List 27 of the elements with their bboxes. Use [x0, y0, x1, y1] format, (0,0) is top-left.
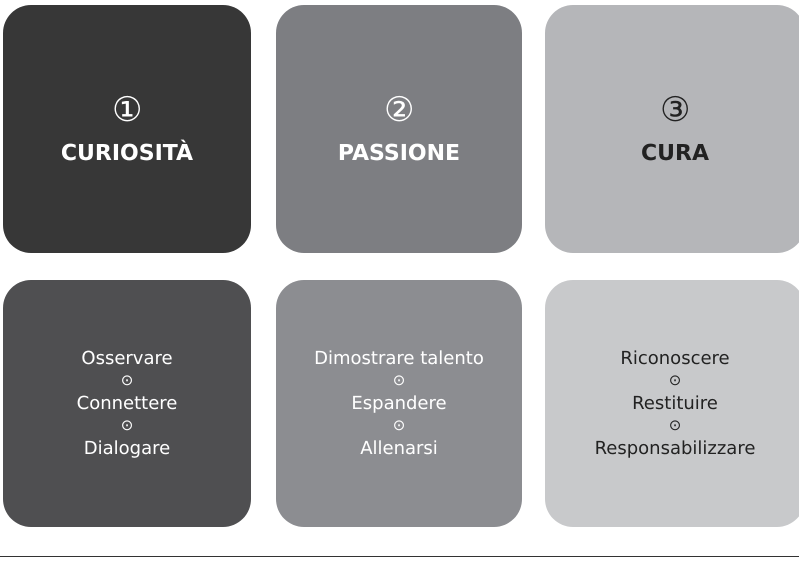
bullet-symbol: ⊙	[668, 414, 682, 434]
list-item: Restituire	[632, 392, 718, 414]
value-card	[276, 5, 522, 253]
action-card	[545, 280, 799, 527]
bullet-symbol: ⊙	[120, 370, 134, 390]
list-item: Espandere	[351, 392, 447, 414]
list-item: Allenarsi	[360, 438, 438, 460]
value-card	[3, 5, 251, 253]
bullet-symbol: ⊙	[392, 414, 406, 434]
action-card	[3, 280, 251, 527]
list-item: Riconoscere	[620, 348, 730, 370]
card-heading: CURA	[641, 140, 709, 168]
circled-number: ③	[660, 90, 690, 130]
list-item: Dialogare	[84, 438, 170, 460]
list-item: Connettere	[76, 392, 178, 414]
bullet-symbol: ⊙	[668, 370, 682, 390]
bullet-symbol: ⊙	[120, 414, 134, 434]
value-card	[545, 5, 799, 253]
list-item: Responsabilizzare	[594, 438, 756, 460]
list-item: Osservare	[81, 348, 173, 370]
action-card	[276, 280, 522, 527]
card-heading: CURIOSITÀ	[60, 140, 194, 168]
circled-number: ①	[112, 90, 142, 130]
circled-number: ②	[384, 90, 414, 130]
list-item: Dimostrare talento	[314, 348, 484, 370]
bullet-symbol: ⊙	[392, 370, 406, 390]
card-heading: PASSIONE	[338, 140, 460, 168]
